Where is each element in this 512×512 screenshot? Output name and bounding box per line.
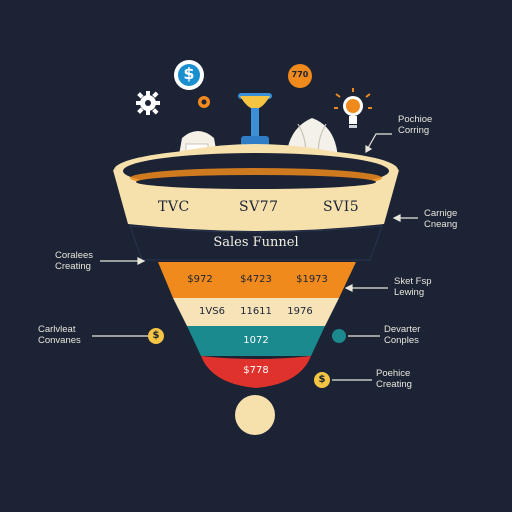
right-coin-label: $ <box>318 374 326 385</box>
dollar-coin-icon <box>174 60 204 90</box>
gear-icon <box>136 91 160 115</box>
right-label-5-line2: Creating <box>376 379 412 390</box>
right-label-4: Devarter Conples <box>384 324 420 346</box>
dollar-coin-label: $ <box>183 64 195 83</box>
stage-1 <box>158 262 356 298</box>
right-label-4-line1: Devarter <box>384 324 421 335</box>
stage-1-value-1: $972 <box>187 274 213 285</box>
dollar-marker-right-icon <box>314 372 330 388</box>
stage-1-value-3: $1973 <box>296 274 328 285</box>
right-label-1-line2: Corring <box>398 125 430 136</box>
stage-3 <box>187 326 325 356</box>
left-label-1: Coralees Creating <box>55 250 93 272</box>
funnel-rim <box>113 144 399 231</box>
stage-2-value-3: 1976 <box>287 306 313 317</box>
badge-icon <box>288 64 312 88</box>
left-coin-label: $ <box>152 330 160 341</box>
arrow-top-right <box>367 133 392 149</box>
right-label-3-line1: Sket Fsp <box>394 276 432 287</box>
funnel-title: Sales Funnel <box>213 235 299 250</box>
left-label-2: Carlvleat Convanes <box>38 324 81 346</box>
right-label-2: Carnige Cneang <box>424 208 457 230</box>
right-label-2-line2: Cneang <box>424 219 458 230</box>
right-label-5-line1: Poehice <box>376 368 411 379</box>
right-label-1-line1: Pochioe <box>398 114 433 125</box>
stage-2-value-1: 1VS6 <box>199 306 225 317</box>
dollar-marker-left-icon <box>148 328 164 344</box>
rim-value-3: SVI5 <box>323 199 360 215</box>
stage-3-value: 1072 <box>243 335 269 346</box>
stage-4-value: $778 <box>243 365 269 376</box>
title-band <box>129 225 383 261</box>
lightbulb-icon <box>334 88 372 128</box>
teal-marker-icon <box>332 329 346 343</box>
right-label-5: Poehice Creating <box>376 368 412 390</box>
stage-1-value-2: $4723 <box>240 274 272 285</box>
small-gear-icon <box>198 96 210 108</box>
right-label-4-line2: Conples <box>384 335 419 346</box>
rim-value-2: SV77 <box>239 199 279 215</box>
stage-2-value-2: 11611 <box>240 306 272 317</box>
left-label-1-line1: Coralees <box>55 250 94 261</box>
stage-2 <box>173 298 339 326</box>
stage-4 <box>201 356 311 388</box>
left-label-1-line2: Creating <box>55 261 91 272</box>
right-label-2-line1: Carnige <box>424 208 458 219</box>
badge-label: 770 <box>291 70 309 79</box>
right-label-1: Pochioe Corring <box>398 114 432 136</box>
left-label-2-line1: Carlvleat <box>38 324 76 335</box>
left-label-2-line2: Convanes <box>38 335 81 346</box>
rim-value-1: TVC <box>158 199 190 215</box>
right-label-3-line2: Lewing <box>394 287 425 298</box>
output-circle <box>235 395 275 435</box>
right-label-3: Sket Fsp Lewing <box>394 276 432 298</box>
